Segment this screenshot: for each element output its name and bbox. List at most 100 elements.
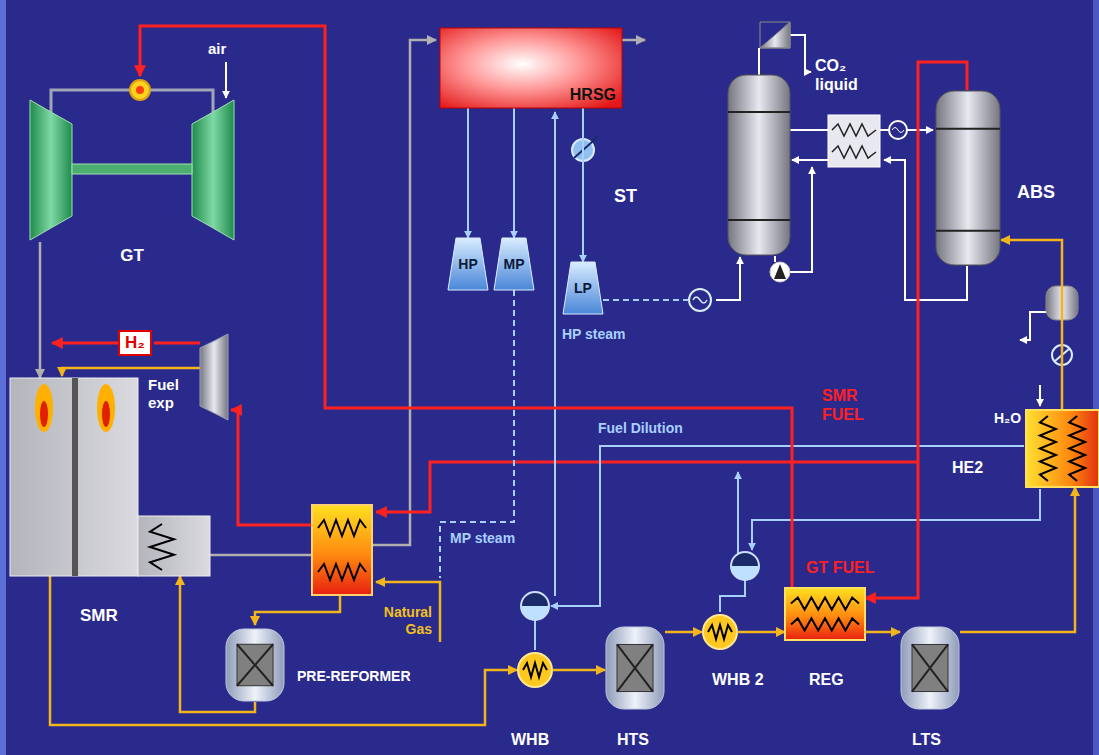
node-label: WHB	[511, 730, 549, 749]
shape-part	[138, 516, 210, 576]
reactor-vessel: PRE-REFORMER	[225, 628, 285, 702]
stripper-column	[760, 22, 790, 48]
condenser-symbol	[693, 297, 707, 303]
node-label: SMR	[80, 606, 118, 626]
fuel-expander	[200, 334, 228, 420]
shape-part	[40, 401, 48, 427]
amine-pump	[770, 262, 790, 282]
flow-line	[140, 26, 792, 588]
shape-part	[97, 384, 115, 432]
node-label: LTS	[912, 730, 941, 749]
shape-part	[708, 625, 732, 639]
vessel-symbol	[225, 628, 285, 702]
node-label: HP	[448, 256, 488, 273]
shape-part	[617, 644, 653, 691]
waste-heat-boiler: WHB	[517, 652, 553, 688]
shape-part	[119, 331, 151, 355]
heat-exchanger: REG	[785, 588, 865, 640]
lean-rich-exchanger	[828, 115, 880, 167]
fuel-heater	[318, 520, 366, 536]
steam-drum	[731, 566, 759, 580]
vessel-symbol	[900, 626, 960, 710]
shape-part	[136, 86, 144, 94]
node-label: GT	[82, 246, 182, 266]
fuel-line	[231, 410, 312, 525]
shape-part	[1069, 416, 1085, 481]
stripper-column	[728, 112, 790, 220]
shape-part	[150, 524, 174, 570]
shape-part	[523, 663, 547, 677]
flow-label: SMR FUEL	[822, 386, 882, 424]
fuel-line	[52, 343, 918, 525]
flow-line	[39, 242, 42, 378]
shape-part	[518, 653, 552, 687]
air-inlet	[225, 62, 227, 98]
shape-part	[791, 598, 859, 610]
condenser-symbol	[689, 289, 711, 311]
flue-gas-line	[210, 554, 312, 557]
shape-part	[785, 588, 865, 640]
absorber-column: ABS	[935, 90, 1001, 266]
lean-rich-exchanger	[892, 128, 904, 133]
reactor-vessel: LTS	[900, 626, 960, 710]
flue-gas-line	[372, 40, 436, 545]
steam-turbine: MP	[494, 238, 534, 290]
flow-line	[553, 669, 605, 672]
flow-line	[50, 576, 517, 725]
fuel-line	[154, 342, 200, 345]
shape-part	[30, 100, 72, 240]
shape-part	[494, 238, 534, 290]
fuel-heater	[318, 564, 366, 580]
steam-line	[551, 446, 1024, 606]
flow-line	[738, 631, 785, 634]
fuel-line	[376, 462, 918, 512]
flow-label: H₂O	[994, 410, 1021, 427]
shape-part	[936, 91, 1000, 265]
flow-label: Fuel Dilution	[598, 420, 683, 437]
flow-label: HP steam	[562, 326, 626, 343]
lean-rich-exchanger	[828, 115, 907, 167]
flow-line	[467, 108, 469, 238]
reformer-furnace: SMR	[10, 378, 210, 576]
heat-exchanger: HE2	[1026, 410, 1099, 487]
process-gas-line	[255, 595, 340, 625]
shape-part	[936, 129, 1000, 231]
solvent-line	[1039, 385, 1041, 406]
solvent-line	[716, 257, 740, 300]
shape-part	[192, 100, 234, 240]
shape-part	[912, 644, 948, 691]
shape-part	[1040, 416, 1056, 481]
shape-part	[563, 262, 603, 314]
solvent-line	[790, 129, 828, 131]
frame-band	[0, 0, 6, 755]
fuel-expander	[200, 334, 228, 420]
steam-drum	[521, 592, 549, 620]
steam-line	[720, 580, 745, 612]
shape-part	[448, 238, 488, 290]
lean-rich-exchanger	[832, 124, 876, 136]
stripper-column	[728, 22, 790, 255]
he2-symbol	[1026, 410, 1099, 487]
lean-rich-exchanger	[889, 121, 907, 139]
flow-label: GT FUEL	[806, 558, 874, 577]
solvent-line	[716, 35, 1050, 406]
flow-label: CO₂ liquid	[815, 56, 875, 94]
steam-line	[752, 489, 1040, 550]
lean-rich-exchanger	[832, 146, 876, 158]
flue-gas-line	[210, 40, 645, 555]
flow-label: air	[208, 40, 226, 58]
condenser-symbol	[574, 136, 598, 158]
col-symbol	[935, 90, 1001, 266]
flow-line	[665, 631, 702, 634]
solvent-line	[907, 129, 933, 131]
flue-gas-line	[622, 39, 645, 42]
solvent-line	[880, 129, 889, 131]
steam-drum	[731, 552, 759, 580]
gas-turbine: GT	[30, 76, 234, 242]
node-label: ABS	[1017, 182, 1055, 204]
shape-part	[440, 28, 622, 108]
shape-part	[237, 644, 273, 685]
node-label: LP	[563, 280, 603, 297]
